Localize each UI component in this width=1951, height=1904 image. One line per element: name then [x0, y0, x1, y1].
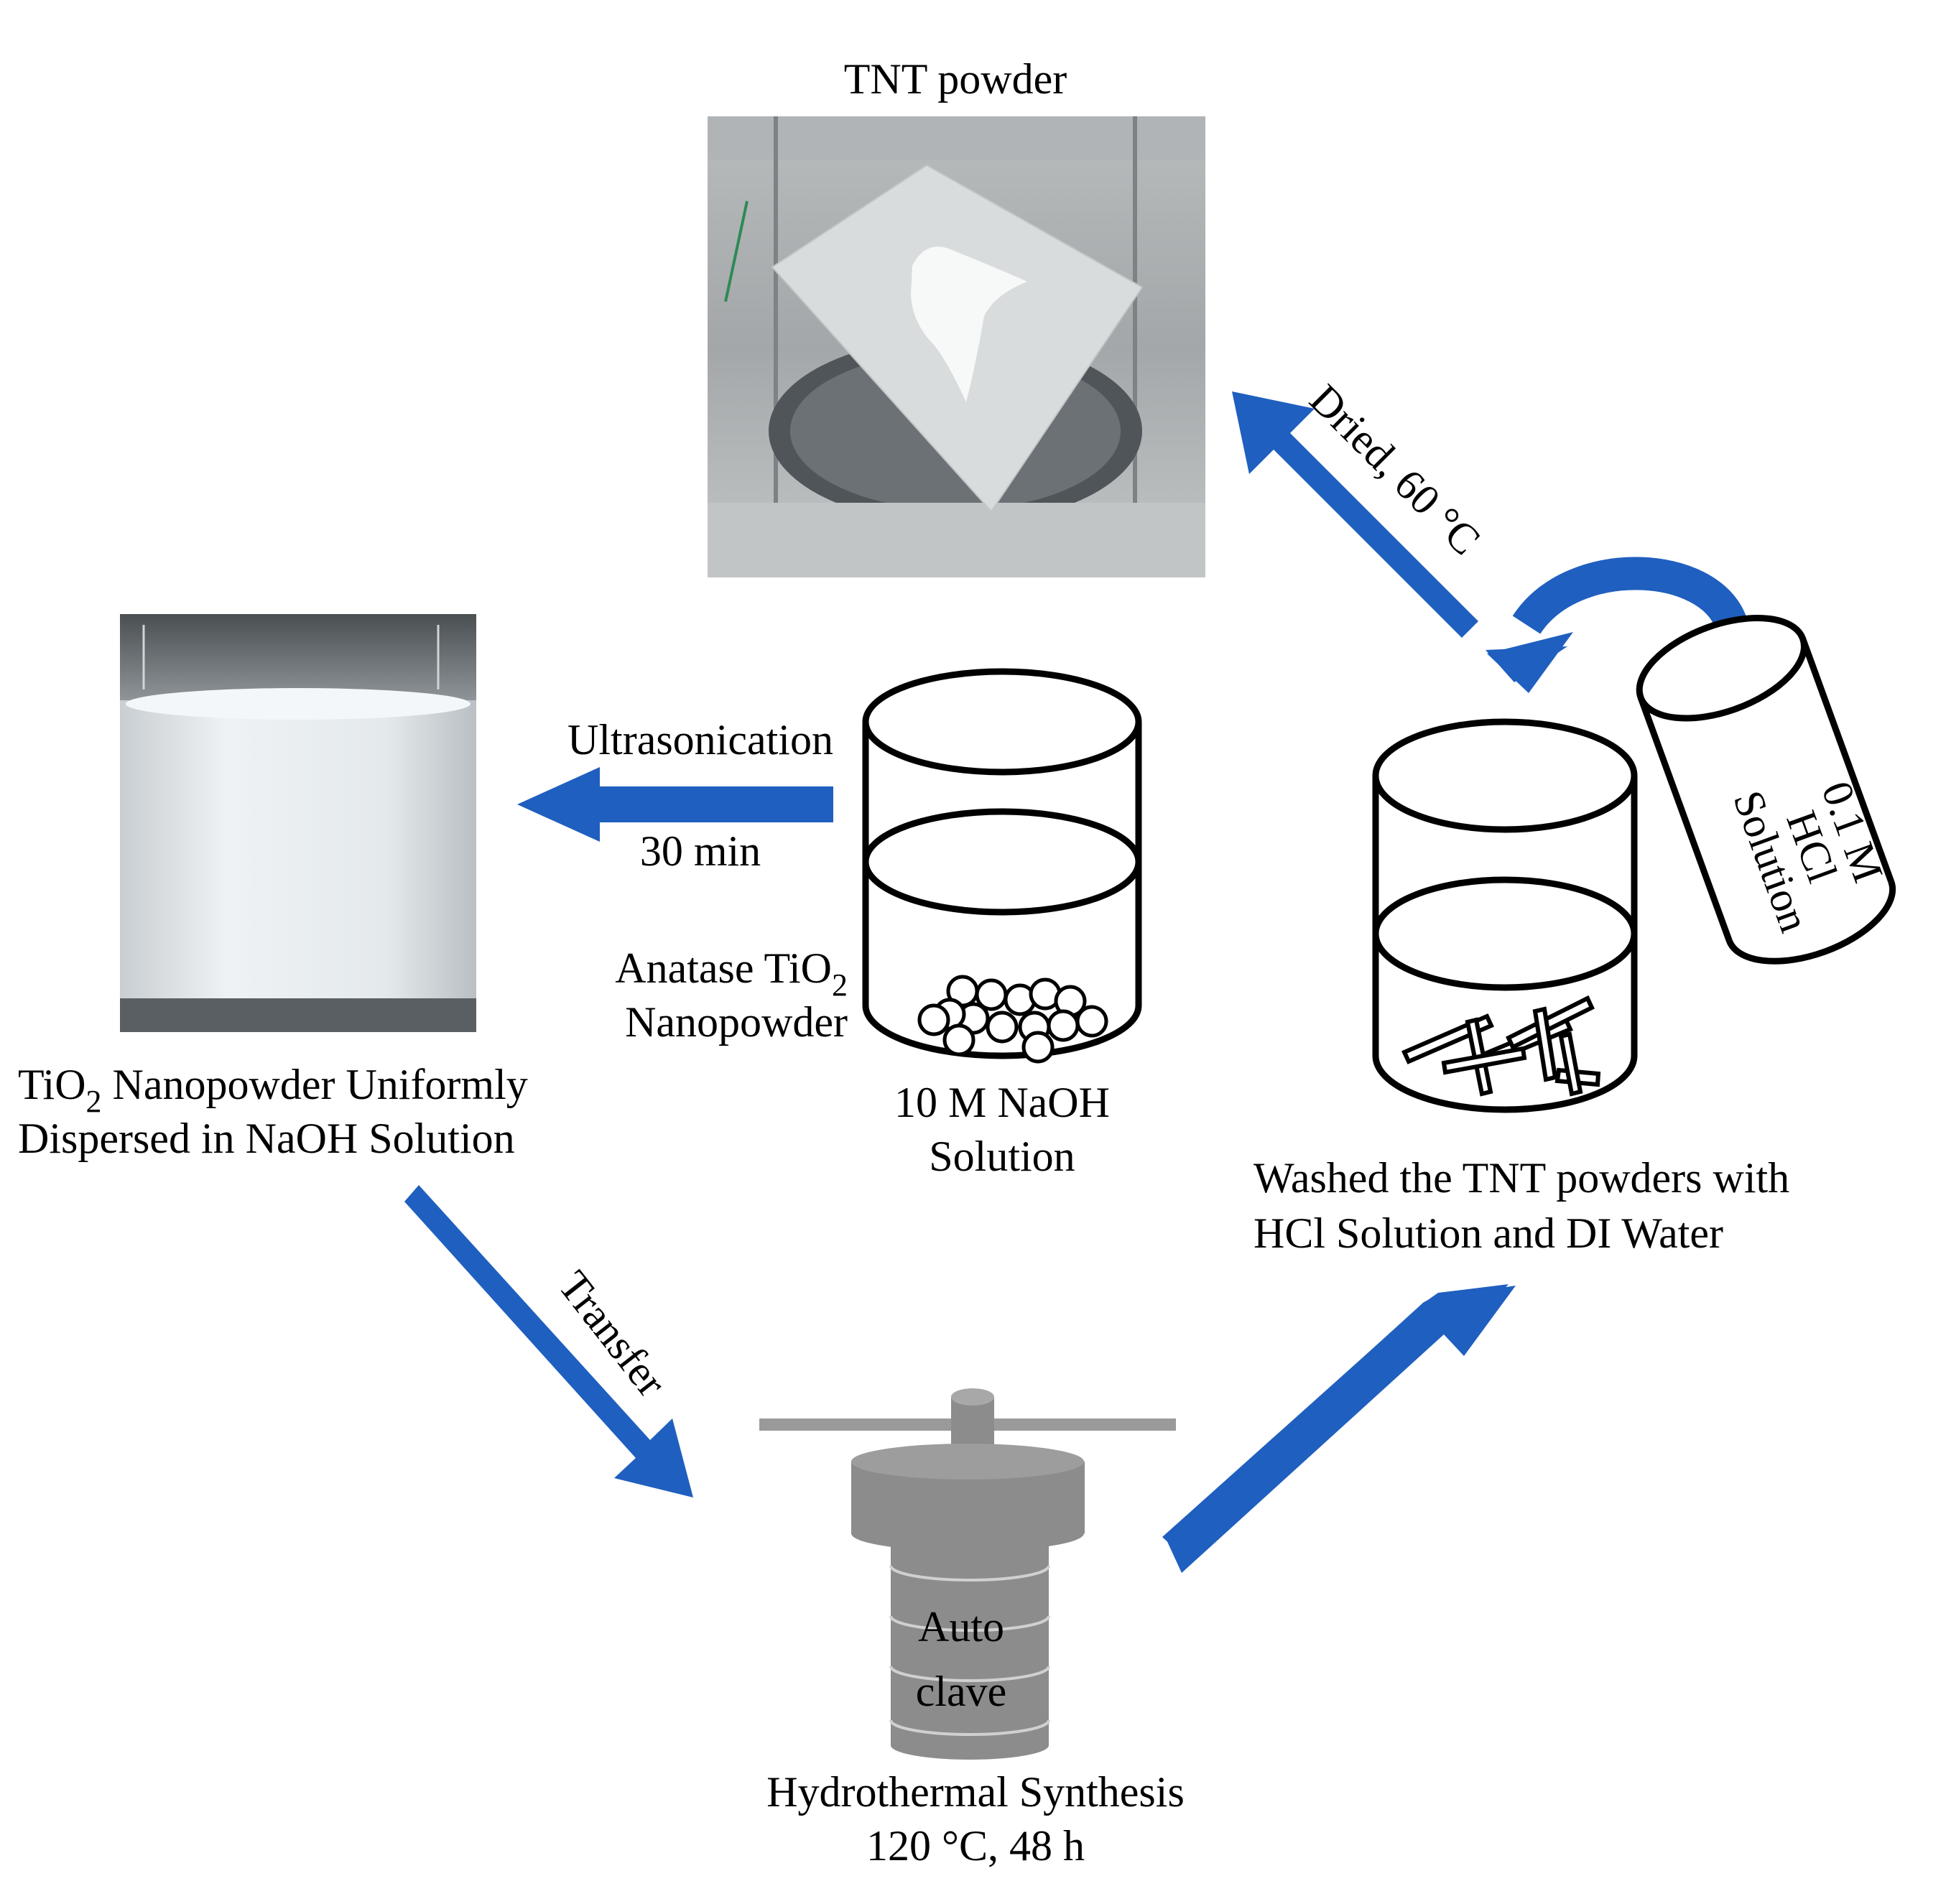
hydrothermal-line1: Hydrothermal Synthesis — [766, 1768, 1185, 1816]
autoclave-clave: clave — [916, 1668, 1007, 1715]
naoh-line1: 10 M NaOH — [894, 1079, 1110, 1126]
autoclave-auto: Auto — [918, 1603, 1004, 1650]
ultrasonication-arrow — [517, 767, 833, 842]
naoh-line2: Solution — [929, 1133, 1075, 1180]
autoclave-icon — [759, 1388, 1176, 1760]
ultrasonication-label: Ultrasonication — [567, 716, 833, 763]
hydrothermal-line2: 120 °C, 48 h — [866, 1822, 1085, 1870]
dried-arrow — [1232, 391, 1478, 638]
time-30-label: 30 min — [640, 827, 761, 875]
washed-line1: Washed the TNT powders with — [1253, 1154, 1789, 1202]
washed-line2: HCl Solution and DI Water — [1253, 1209, 1723, 1257]
tio2-dispersed-line2: Dispersed in NaOH Solution — [18, 1115, 515, 1162]
anatase-line1: Anatase TiO2 — [615, 944, 848, 1003]
hcl-label-group: 0.1 M HCl Solution — [1724, 776, 1892, 939]
anatase-line2: Nanopowder — [625, 998, 848, 1046]
transfer-arrow — [404, 1185, 693, 1497]
tnt-powder-title: TNT powder — [844, 55, 1067, 103]
transfer-label: Transfer — [550, 1262, 676, 1405]
beaker-with-spheres-icon — [862, 668, 1142, 1064]
beaker-with-nanotubes-icon — [1372, 718, 1638, 1113]
balance-with-powder-photo — [708, 116, 1205, 577]
to-wash-arrow — [1162, 1284, 1516, 1573]
tio2-dispersed-line1: TiO2 Nanopowder Uniformly — [18, 1061, 528, 1119]
beaker-white-suspension-photo — [120, 614, 476, 1032]
tilted-cylinder-icon — [1636, 615, 1896, 965]
curved-arrow — [1486, 557, 1747, 693]
dried-label: Dried, 60 °C — [1301, 376, 1490, 565]
